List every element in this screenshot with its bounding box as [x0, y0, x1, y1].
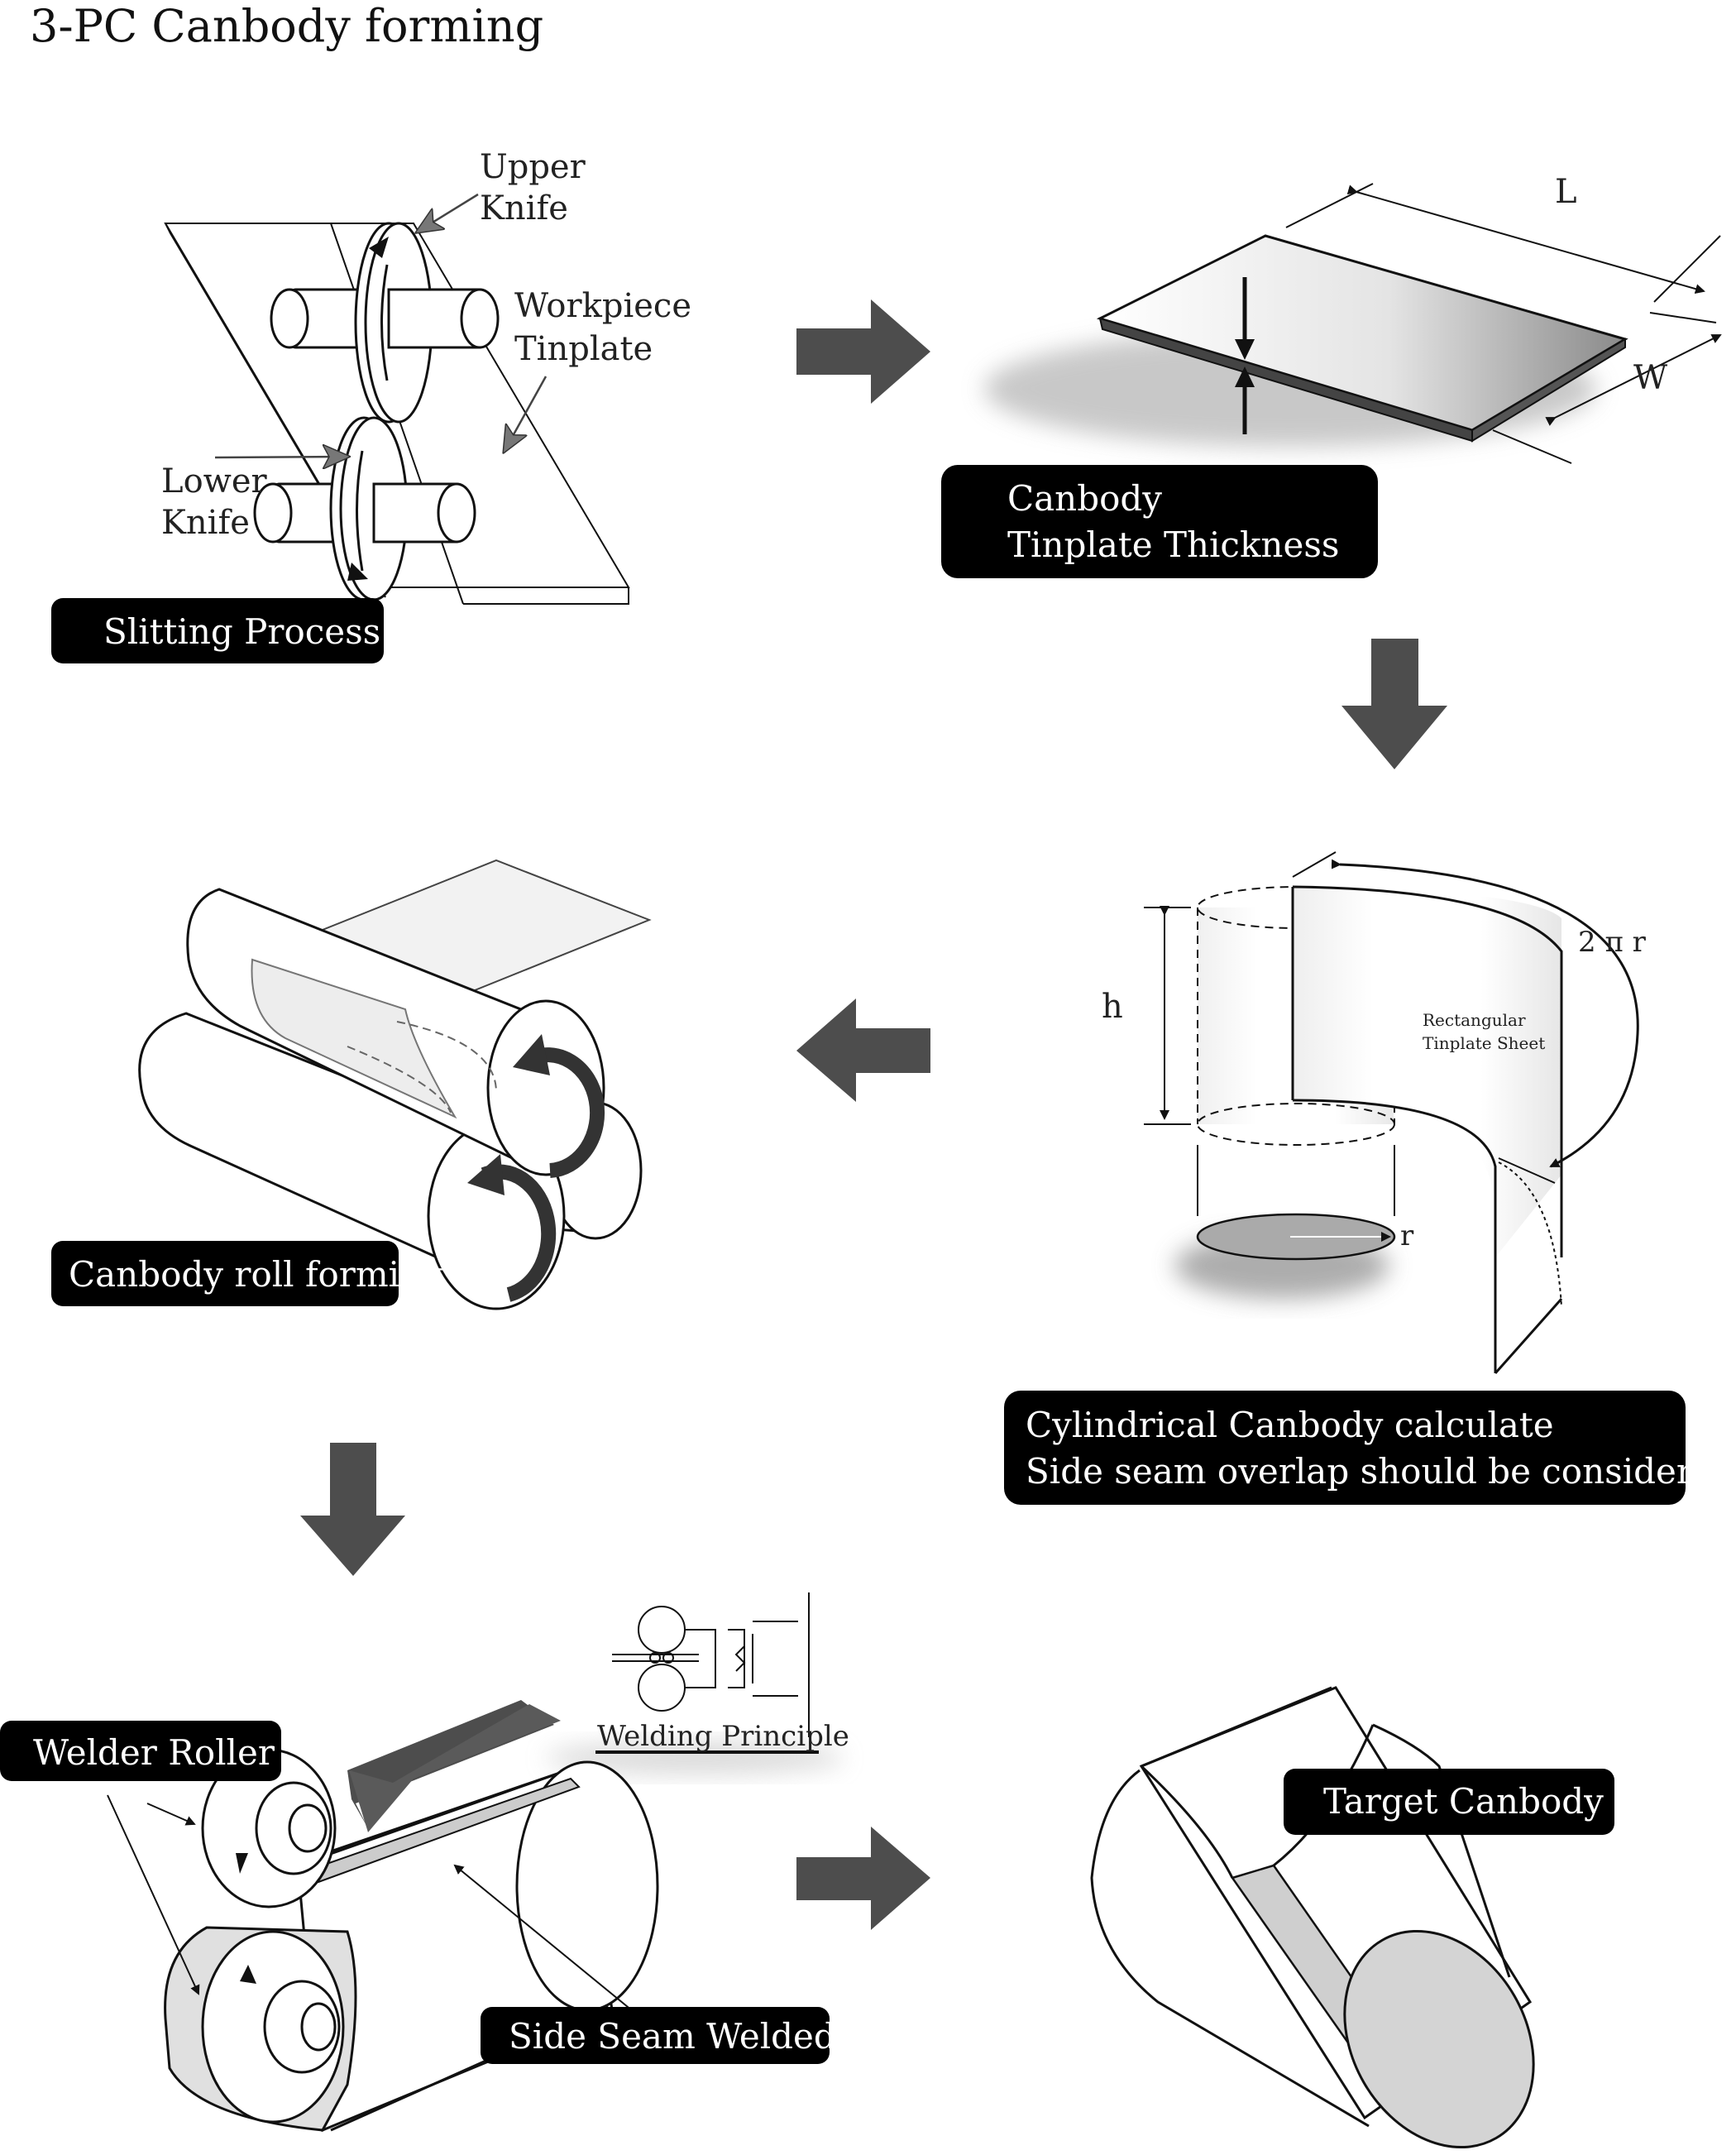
- side-seam-caption: Side Seam Welded: [509, 2016, 836, 2057]
- flow-arrow-right-2: [796, 1827, 930, 1930]
- cylinder-calc-illustration: [1144, 851, 1639, 1374]
- lower-knife-label-2: Knife: [161, 504, 250, 542]
- roll-forming-illustration: [138, 859, 652, 1310]
- roll-forming-caption: Canbody roll forming: [69, 1254, 444, 1295]
- welder-roller-caption: Welder Roller: [33, 1732, 275, 1773]
- slitting-illustration: [164, 193, 630, 605]
- thickness-caption-1: Canbody: [1007, 478, 1162, 519]
- tinplate-sheet-illustration: [984, 183, 1722, 464]
- sheet-label-1: Rectangular: [1423, 1010, 1526, 1030]
- flow-arrow-right-1: [796, 299, 930, 404]
- cylinder-caption-2: Side seam overlap should be considerated: [1026, 1451, 1736, 1492]
- thickness-caption-badge: Canbody Tinplate Thickness: [941, 465, 1378, 578]
- cylinder-caption-badge: Cylindrical Canbody calculate Side seam …: [1004, 1391, 1736, 1505]
- target-caption-badge: Target Canbody: [1284, 1769, 1614, 1835]
- upper-knife-label-2: Knife: [480, 189, 568, 227]
- lower-knife-label: Lower: [161, 462, 268, 500]
- flow-arrow-down-1: [1341, 639, 1447, 769]
- side-seam-caption-badge: Side Seam Welded: [481, 2007, 836, 2064]
- page-title: 3-PC Canbody forming: [30, 0, 543, 52]
- welding-principle-label: Welding Principle: [597, 1720, 849, 1753]
- workpiece-label: Workpiece: [514, 287, 691, 325]
- dim-circumference-label: 2 π r: [1578, 926, 1647, 959]
- dim-radius-label: r: [1400, 1219, 1414, 1252]
- flow-arrow-down-2: [300, 1443, 405, 1576]
- thickness-caption-2: Tinplate Thickness: [1007, 524, 1339, 565]
- sheet-label-2: Tinplate Sheet: [1423, 1033, 1545, 1053]
- dim-width-label: W: [1633, 359, 1667, 397]
- upper-knife-label: Upper: [480, 148, 586, 186]
- roll-forming-caption-badge: Canbody roll forming: [51, 1241, 444, 1306]
- slitting-caption-badge: Slitting Process: [51, 598, 384, 663]
- flow-arrow-left-1: [796, 998, 930, 1102]
- cylinder-caption-1: Cylindrical Canbody calculate: [1026, 1405, 1554, 1445]
- dim-height-label: h: [1102, 988, 1123, 1026]
- slitting-caption: Slitting Process: [103, 611, 380, 652]
- welder-roller-caption-badge: Welder Roller: [0, 1721, 281, 1781]
- welding-principle-diagram: [546, 1592, 844, 1774]
- workpiece-label-2: Tinplate: [514, 330, 653, 368]
- dim-length-label: L: [1555, 173, 1577, 211]
- target-canbody-illustration: [1090, 1686, 1535, 2149]
- target-caption: Target Canbody: [1323, 1781, 1604, 1822]
